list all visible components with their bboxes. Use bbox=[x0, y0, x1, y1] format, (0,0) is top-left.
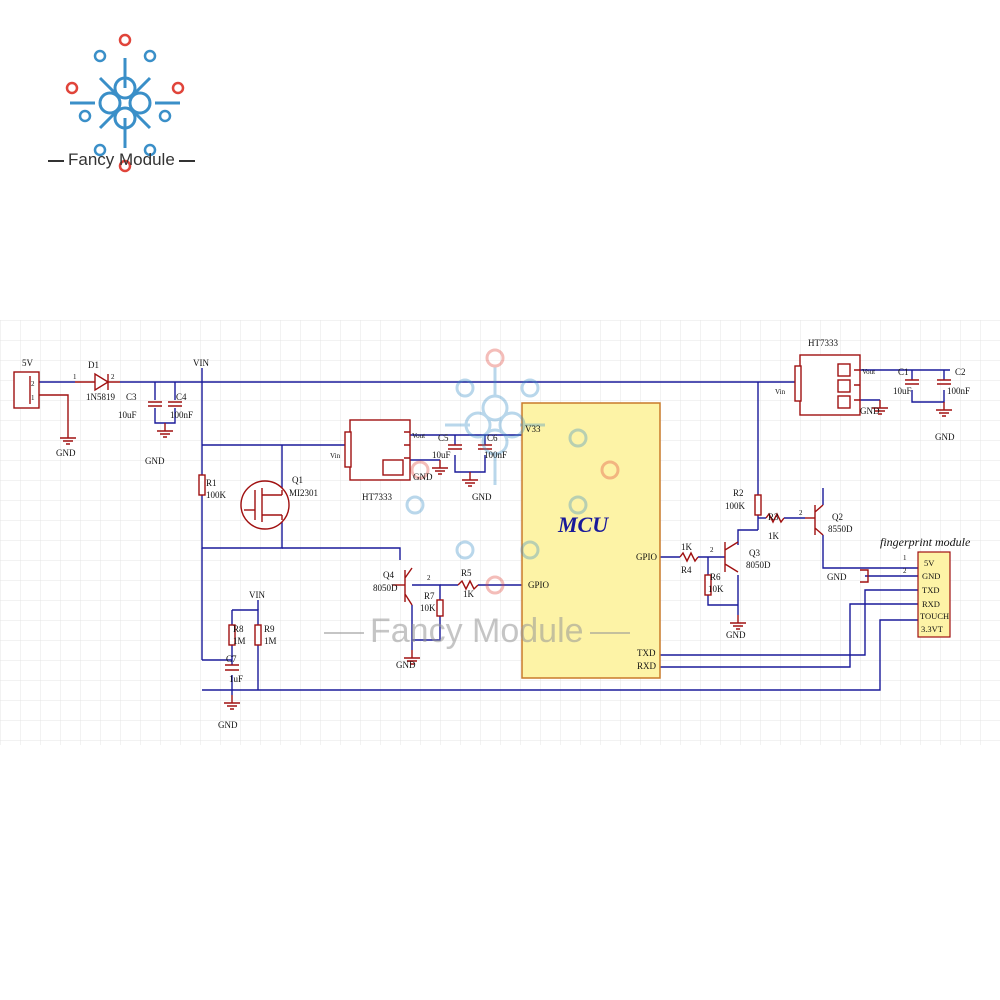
label-r3-value: 1K bbox=[768, 531, 780, 541]
label-r3: R3 bbox=[768, 512, 779, 522]
label-vin-pin-right: Vin bbox=[775, 388, 786, 396]
label-c7-value: 1uF bbox=[229, 674, 243, 684]
label-q4: Q4 bbox=[383, 570, 394, 580]
label-gnd-9: GND bbox=[726, 630, 746, 640]
label-r6-value: 10K bbox=[708, 584, 724, 594]
label-gnd-4: GND bbox=[472, 492, 492, 502]
label-r8: R8 bbox=[233, 624, 244, 634]
label-q1-part: MI2301 bbox=[289, 488, 318, 498]
label-r8-value: 1M bbox=[233, 636, 246, 646]
label-q1: Q1 bbox=[292, 475, 303, 485]
label-c4: C4 bbox=[176, 392, 187, 402]
label-c7: C7 bbox=[226, 654, 237, 664]
label-gnd-1: GND bbox=[56, 448, 76, 458]
label-r5: R5 bbox=[461, 568, 472, 578]
label-r9: R9 bbox=[264, 624, 275, 634]
label-gnd-7: GND bbox=[860, 406, 880, 416]
wires bbox=[39, 368, 950, 695]
label-fingerprint-title: fingerprint module bbox=[880, 535, 971, 549]
circuit-schematic: 5V 2 1 D1 1 2 1N5819 GND VIN C3 10uF C4 … bbox=[0, 320, 1000, 745]
brand-name: Fancy Module bbox=[44, 150, 214, 170]
label-r2: R2 bbox=[733, 488, 744, 498]
label-r5-value: 1K bbox=[463, 589, 475, 599]
label-r1: R1 bbox=[206, 478, 217, 488]
label-vout-pin-mid: Vout bbox=[412, 432, 425, 440]
watermark-text: Fancy Module bbox=[318, 612, 636, 651]
label-q2: Q2 bbox=[832, 512, 843, 522]
label-r6: R6 bbox=[710, 572, 721, 582]
label-d1-part: 1N5819 bbox=[86, 392, 115, 402]
label-fp-pin2: 2 bbox=[903, 567, 907, 575]
label-r2-value: 100K bbox=[725, 501, 746, 511]
label-mcu-gpio-right: GPIO bbox=[636, 552, 658, 562]
label-fp-5v: 5V bbox=[924, 558, 935, 568]
label-fp-rxd: RXD bbox=[922, 599, 940, 609]
label-gnd-8: GND bbox=[935, 432, 955, 442]
label-v33: V33 bbox=[525, 424, 541, 434]
label-r1-value: 100K bbox=[206, 490, 227, 500]
label-fp-txd: TXD bbox=[922, 585, 939, 595]
label-c3-value: 10uF bbox=[118, 410, 137, 420]
label-mcu-txd: TXD bbox=[637, 648, 656, 658]
label-ht7333-mid: HT7333 bbox=[362, 492, 392, 502]
label-r7: R7 bbox=[424, 591, 435, 601]
label-5v: 5V bbox=[22, 358, 34, 368]
label-gnd-2: GND bbox=[145, 456, 165, 466]
label-c6-value: 100nF bbox=[484, 450, 507, 460]
label-fp-gnd: GND bbox=[922, 571, 940, 581]
label-q4-part: 8050D bbox=[373, 583, 398, 593]
label-c1: C1 bbox=[898, 367, 909, 377]
label-q3: Q3 bbox=[749, 548, 760, 558]
label-c1-value: 10uF bbox=[893, 386, 912, 396]
components bbox=[13, 354, 951, 671]
label-fp-33: 3.3VT bbox=[921, 624, 944, 634]
label-q2-pin2: 2 bbox=[799, 509, 803, 517]
label-vin-pin-mid: Vin bbox=[330, 452, 341, 460]
label-c2-value: 100nF bbox=[947, 386, 970, 396]
fancy-module-logo bbox=[65, 33, 185, 173]
label-mcu-rxd: RXD bbox=[637, 661, 657, 671]
label-conn-pin2: 2 bbox=[31, 380, 35, 388]
label-r4: R4 bbox=[681, 565, 692, 575]
label-vin-2: VIN bbox=[249, 590, 265, 600]
label-gnd-5: GND bbox=[396, 660, 416, 670]
watermark-logo bbox=[405, 348, 620, 595]
label-d1-pin2: 2 bbox=[111, 373, 115, 381]
label-fp-pin1: 1 bbox=[903, 554, 907, 562]
label-q2-part: 8550D bbox=[828, 524, 853, 534]
label-conn-pin1: 1 bbox=[31, 394, 35, 402]
label-r9-value: 1M bbox=[264, 636, 277, 646]
label-c3: C3 bbox=[126, 392, 137, 402]
watermark-label: Fancy Module bbox=[370, 612, 584, 650]
label-mcu-gpio-left: GPIO bbox=[528, 580, 550, 590]
label-fp-touch: TOUCH bbox=[920, 611, 949, 621]
label-mcu: MCU bbox=[557, 512, 609, 537]
label-vout-pin-right: Vout bbox=[862, 368, 875, 376]
label-d1: D1 bbox=[88, 360, 99, 370]
label-gnd-6: GND bbox=[218, 720, 238, 730]
label-gnd-3: GND bbox=[413, 472, 433, 482]
label-r7-value: 10K bbox=[420, 603, 436, 613]
label-c5-value: 10uF bbox=[432, 450, 451, 460]
label-c6: C6 bbox=[487, 433, 498, 443]
label-r4-value: 1K bbox=[681, 542, 693, 552]
label-vin-1: VIN bbox=[193, 358, 209, 368]
label-q3-pin2: 2 bbox=[710, 546, 714, 554]
brand-label: Fancy Module bbox=[68, 150, 175, 169]
label-q4-pin2: 2 bbox=[427, 574, 431, 582]
label-ht7333-right: HT7333 bbox=[808, 338, 838, 348]
label-c5: C5 bbox=[438, 433, 449, 443]
label-gnd-10: GND bbox=[827, 572, 847, 582]
fingerprint-module-block bbox=[917, 551, 951, 638]
label-c4-value: 100nF bbox=[170, 410, 193, 420]
label-q3-part: 8050D bbox=[746, 560, 771, 570]
label-d1-pin1: 1 bbox=[73, 373, 77, 381]
label-c2: C2 bbox=[955, 367, 966, 377]
